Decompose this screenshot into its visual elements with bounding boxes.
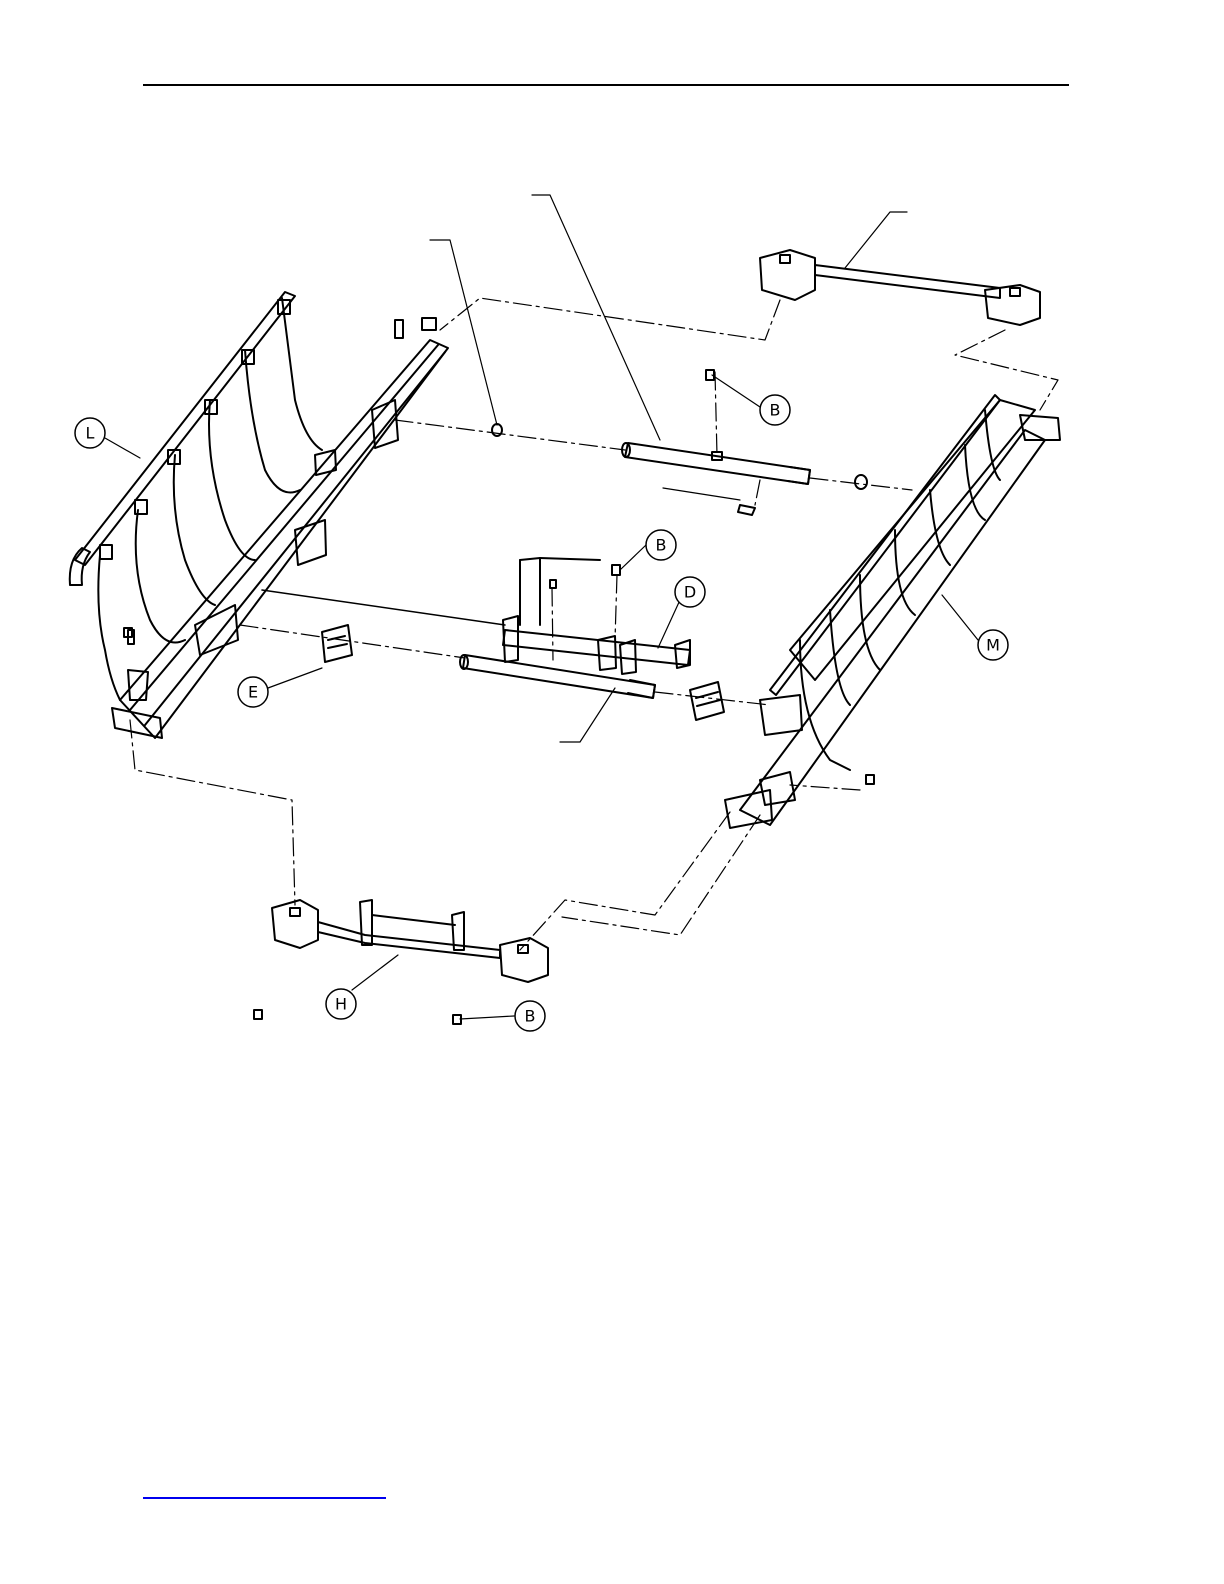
callout-label: B — [656, 536, 667, 555]
callout-E: E — [238, 677, 268, 707]
right-frame-rail — [725, 430, 1045, 828]
callout-D: D — [675, 577, 705, 607]
callout-H: H — [326, 989, 356, 1019]
callout-label: L — [86, 424, 95, 443]
callout-L: L — [75, 418, 105, 448]
center-cross-member — [503, 558, 690, 674]
phantom-lines — [130, 298, 1058, 950]
upper-shaft — [492, 424, 867, 515]
footer-link-rule — [143, 1497, 386, 1499]
callout-label: B — [770, 401, 781, 420]
left-side-rail — [70, 292, 322, 700]
head-cross-member — [760, 250, 1040, 325]
callout-B-lower: B — [515, 1001, 545, 1031]
callout-label: D — [684, 583, 696, 602]
bearing-blocks — [322, 625, 724, 720]
callout-B-upper: B — [760, 395, 790, 425]
lower-shaft — [262, 590, 655, 698]
callout-label: H — [335, 995, 347, 1014]
callout-label: M — [986, 636, 1000, 655]
callout-leaders — [105, 375, 978, 1019]
callout-M: M — [978, 630, 1008, 660]
fasteners — [124, 370, 874, 1024]
left-frame-rail — [112, 318, 448, 738]
callout-label: B — [525, 1007, 536, 1026]
foot-cross-member — [272, 900, 548, 982]
callout-label: E — [248, 683, 258, 702]
callout-B-middle: B — [646, 530, 676, 560]
